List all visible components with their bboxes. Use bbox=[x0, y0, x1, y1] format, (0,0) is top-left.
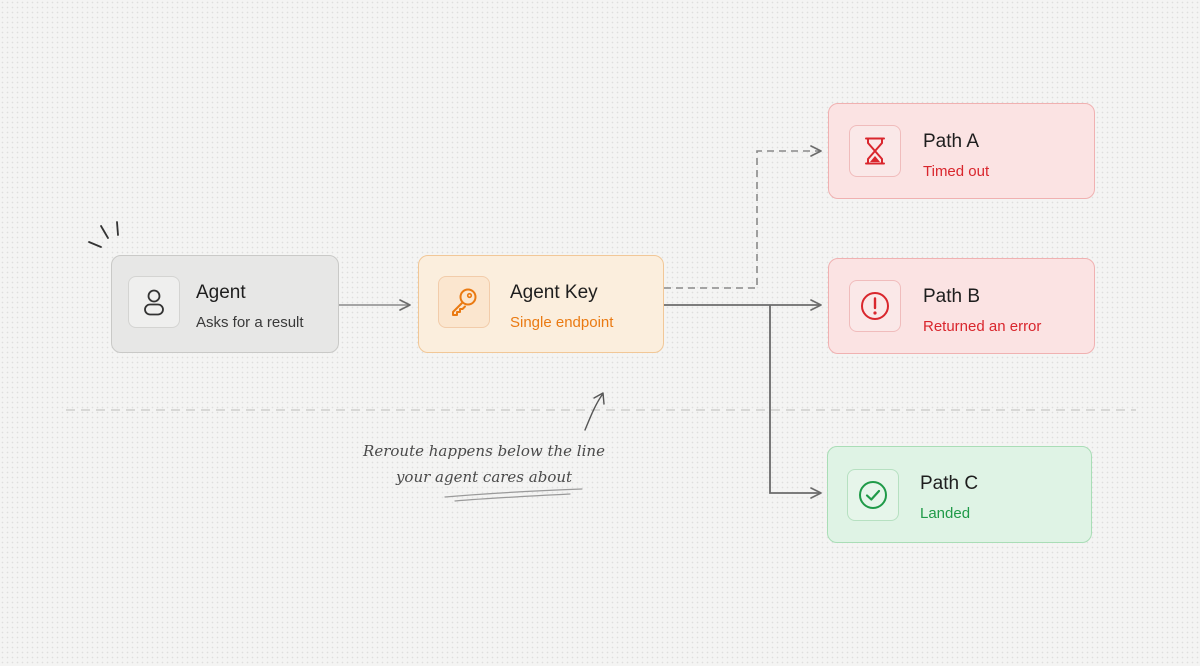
hourglass-icon bbox=[849, 125, 901, 177]
agent-subtitle: Asks for a result bbox=[196, 314, 304, 331]
edge-key-to-path-a bbox=[664, 145, 822, 289]
agent-key-subtitle: Single endpoint bbox=[510, 314, 614, 331]
error-icon bbox=[849, 280, 901, 332]
annotation-line-1: Reroute happens below the line bbox=[363, 442, 605, 460]
key-icon bbox=[438, 276, 490, 328]
user-icon bbox=[128, 276, 180, 328]
annotation-line-2: your agent cares about bbox=[395, 468, 573, 486]
path-c-title: Path C bbox=[920, 473, 979, 494]
agent-node[interactable]: Agent Asks for a result bbox=[111, 255, 339, 353]
agent-key-title: Agent Key bbox=[510, 282, 598, 303]
annotation-arrowhead bbox=[593, 392, 605, 405]
path-a-subtitle: Timed out bbox=[923, 163, 990, 180]
path-b-node[interactable]: Path B Returned an error bbox=[828, 258, 1095, 354]
annotation-underline bbox=[444, 488, 583, 502]
sparkle-icon bbox=[88, 221, 119, 248]
annotation-arrow bbox=[584, 394, 603, 431]
path-c-node[interactable]: Path C Landed bbox=[827, 446, 1092, 543]
path-b-subtitle: Returned an error bbox=[923, 318, 1042, 335]
path-c-subtitle: Landed bbox=[920, 505, 971, 522]
path-a-node[interactable]: Path A Timed out bbox=[828, 103, 1095, 199]
check-circle-icon bbox=[847, 469, 899, 521]
reroute-annotation: Reroute happens below the line your agen… bbox=[330, 438, 638, 490]
edge-key-to-path-c bbox=[769, 305, 822, 499]
path-a-title: Path A bbox=[923, 131, 979, 152]
agent-title: Agent bbox=[196, 282, 246, 303]
path-b-title: Path B bbox=[923, 286, 981, 307]
agent-key-node[interactable]: Agent Key Single endpoint bbox=[418, 255, 664, 353]
